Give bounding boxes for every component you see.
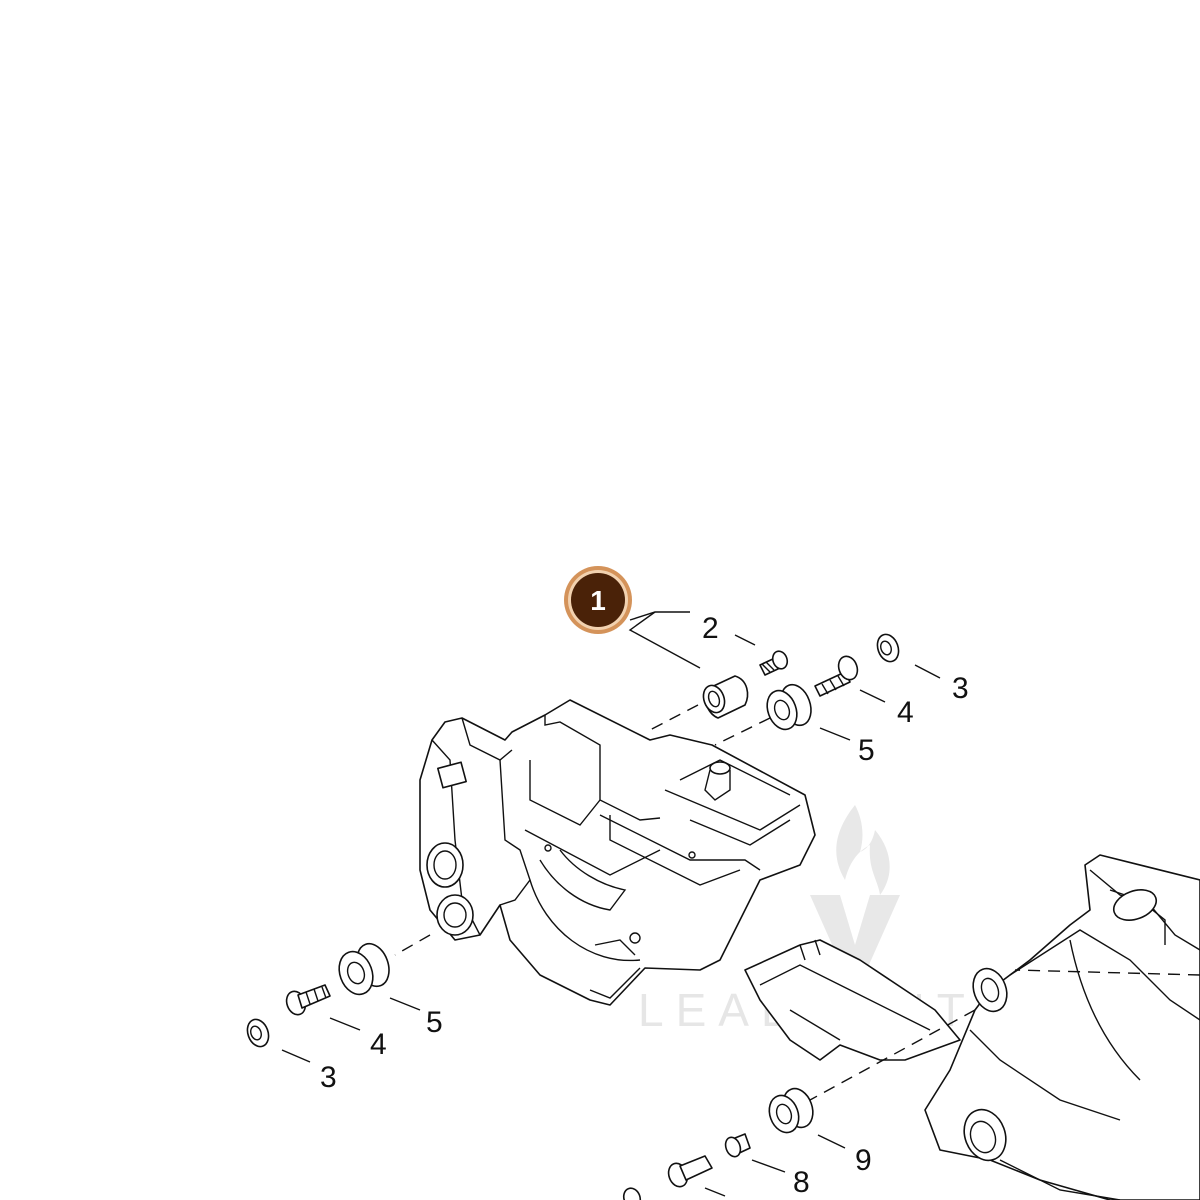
highlight-badge-number: 1 [590, 585, 606, 616]
callout-3-lower: 3 [320, 1061, 337, 1094]
tank-housing-part [924, 854, 1200, 1200]
callout-4-upper: 4 [897, 696, 914, 729]
grommet-part-9 [768, 1087, 814, 1134]
bushing-part-8 [724, 1133, 751, 1158]
leader-lines [281, 611, 1200, 1197]
screw-part-lower [285, 984, 331, 1016]
sleeve-part [702, 675, 749, 719]
callout-8: 8 [793, 1166, 810, 1199]
callout-2: 2 [702, 612, 719, 645]
highlight-badge-fill [571, 573, 625, 627]
screw-part-upper [814, 655, 859, 697]
callout-labels: 2 3 4 5 5 4 3 9 8 [320, 612, 969, 1199]
callout-4-lower: 4 [370, 1028, 387, 1061]
flame-v-logo-icon [810, 805, 900, 985]
grommet-part-lower [338, 942, 390, 996]
guide-plate-part [744, 939, 961, 1061]
callout-5-lower: 5 [426, 1006, 443, 1039]
grommet-part-upper [766, 683, 812, 731]
nut-part-lower [246, 1018, 270, 1048]
nut-part-upper [876, 633, 900, 663]
callout-9: 9 [855, 1144, 872, 1177]
crankcase-half [419, 699, 816, 1006]
highlight-badge[interactable]: 1 [564, 566, 632, 634]
callout-3-upper: 3 [952, 672, 969, 705]
screw-part-bottom [622, 1155, 713, 1200]
callout-5-upper: 5 [858, 734, 875, 767]
small-screw-part [759, 650, 789, 676]
